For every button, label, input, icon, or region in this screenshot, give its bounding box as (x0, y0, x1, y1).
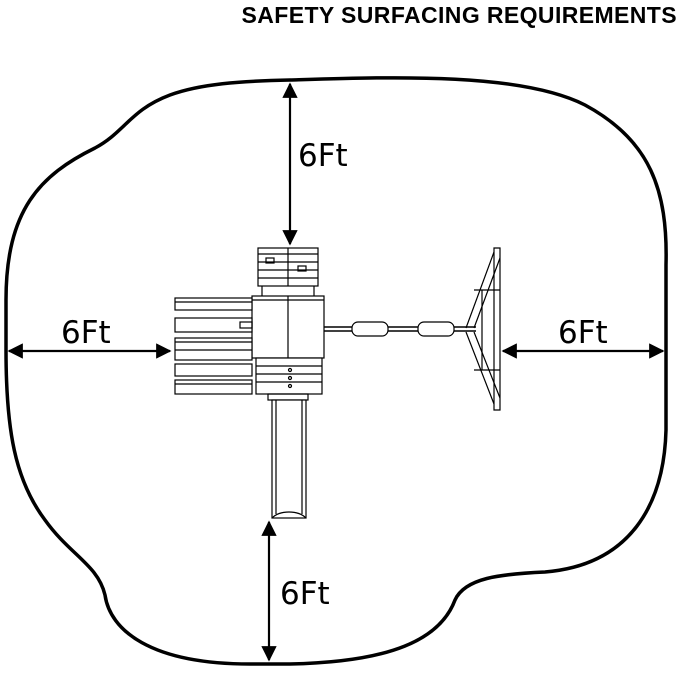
swing-beam (324, 321, 476, 337)
safety-zone-boundary (4, 76, 668, 666)
a-frame (465, 247, 501, 411)
slide (271, 399, 307, 519)
page-title: SAFETY SURFACING REQUIREMENTS (241, 2, 677, 28)
top-dimension-label: 6Ft (298, 138, 348, 174)
lower-panel (255, 357, 323, 401)
play-structure (174, 247, 501, 519)
left-dimension-label: 6Ft (61, 315, 111, 351)
bottom-dimension-label: 6Ft (280, 576, 330, 612)
tower-deck (251, 295, 325, 359)
swing-seat-1 (351, 321, 389, 337)
roof-panel (257, 247, 319, 287)
side-platform (174, 297, 253, 395)
right-dimension-label: 6Ft (558, 315, 608, 351)
swing-seat-2 (417, 321, 455, 337)
dimension-arrows (7, 82, 665, 662)
